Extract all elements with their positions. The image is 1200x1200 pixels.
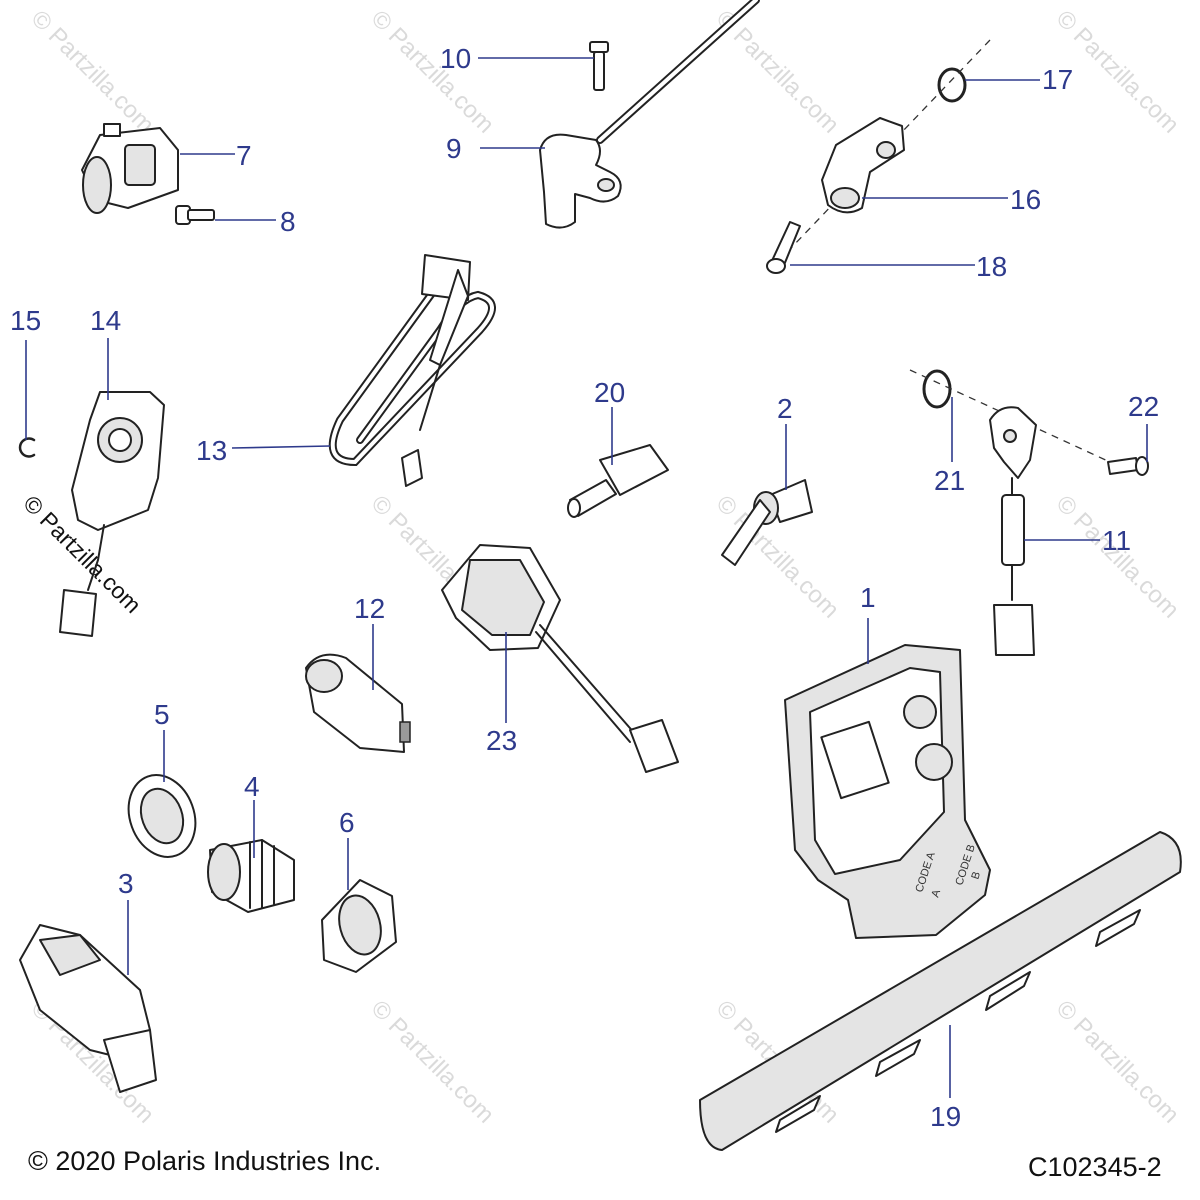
part-19-mounting-strap bbox=[699, 831, 1182, 1151]
callout-12: 12 bbox=[354, 593, 385, 624]
callout-2: 2 bbox=[777, 393, 793, 424]
callout-7: 7 bbox=[236, 140, 252, 171]
callout-6: 6 bbox=[339, 807, 355, 838]
part-4-bushing bbox=[207, 839, 295, 913]
callout-14: 14 bbox=[90, 305, 121, 336]
leader-lines bbox=[25, 57, 1148, 1098]
part-21-o-ring bbox=[922, 369, 952, 409]
callout-13: 13 bbox=[196, 435, 227, 466]
ecu-code-a-sub: A bbox=[929, 888, 943, 899]
part-2-sensor bbox=[721, 479, 813, 566]
callouts: 10 9 7 8 17 16 18 15 14 13 20 2 22 21 11… bbox=[10, 43, 1159, 1132]
part-9-speed-sensor bbox=[539, 0, 760, 229]
part-17-o-ring bbox=[937, 67, 967, 103]
diagram-id: C102345-2 bbox=[1028, 1152, 1162, 1182]
part-6-nut bbox=[321, 879, 397, 973]
callout-1: 1 bbox=[860, 582, 876, 613]
part-14-tps bbox=[59, 391, 165, 637]
part-12-relay bbox=[305, 653, 411, 753]
watermark: © Partzilla.com bbox=[366, 5, 499, 138]
callout-9: 9 bbox=[446, 133, 462, 164]
part-15-clip bbox=[18, 437, 36, 458]
part-22-bolt bbox=[1107, 456, 1149, 476]
part-16-cam-sensor bbox=[821, 117, 905, 214]
callout-10: 10 bbox=[440, 43, 471, 74]
part-13-o2-sensor-harness bbox=[328, 254, 496, 487]
part-20-temp-sensor bbox=[567, 444, 669, 518]
watermark: © Partzilla.com bbox=[1051, 490, 1184, 623]
watermark: © Partzilla.com bbox=[1051, 995, 1184, 1128]
callout-18: 18 bbox=[976, 251, 1007, 282]
copyright-notice: © 2020 Polaris Industries Inc. bbox=[28, 1146, 382, 1176]
callout-8: 8 bbox=[280, 206, 296, 237]
part-18-pin bbox=[766, 221, 801, 274]
watermark: © Partzilla.com bbox=[366, 995, 499, 1128]
ecu-code-b-sub: B bbox=[969, 870, 983, 881]
callout-19: 19 bbox=[930, 1101, 961, 1132]
watermark: © Partzilla.com bbox=[26, 5, 159, 138]
callout-4: 4 bbox=[244, 771, 260, 802]
callout-17: 17 bbox=[1042, 64, 1073, 95]
part-8-screw bbox=[175, 205, 215, 225]
callout-20: 20 bbox=[594, 377, 625, 408]
part-23-sensor-harness bbox=[441, 544, 679, 773]
part-10-bolt bbox=[589, 41, 609, 91]
callout-16: 16 bbox=[1010, 184, 1041, 215]
callout-21: 21 bbox=[934, 465, 965, 496]
callout-22: 22 bbox=[1128, 391, 1159, 422]
callout-3: 3 bbox=[118, 868, 134, 899]
callout-5: 5 bbox=[154, 699, 170, 730]
callout-11: 11 bbox=[1102, 525, 1131, 556]
part-1-ecu: CODE A A CODE B B bbox=[784, 644, 991, 939]
part-7-map-sensor bbox=[81, 123, 179, 214]
callout-15: 15 bbox=[10, 305, 41, 336]
part-5-nut bbox=[127, 774, 197, 858]
callout-23: 23 bbox=[486, 725, 517, 756]
part-11-sensor-lead bbox=[989, 406, 1037, 656]
part-3-ignition-switch bbox=[19, 924, 157, 1093]
